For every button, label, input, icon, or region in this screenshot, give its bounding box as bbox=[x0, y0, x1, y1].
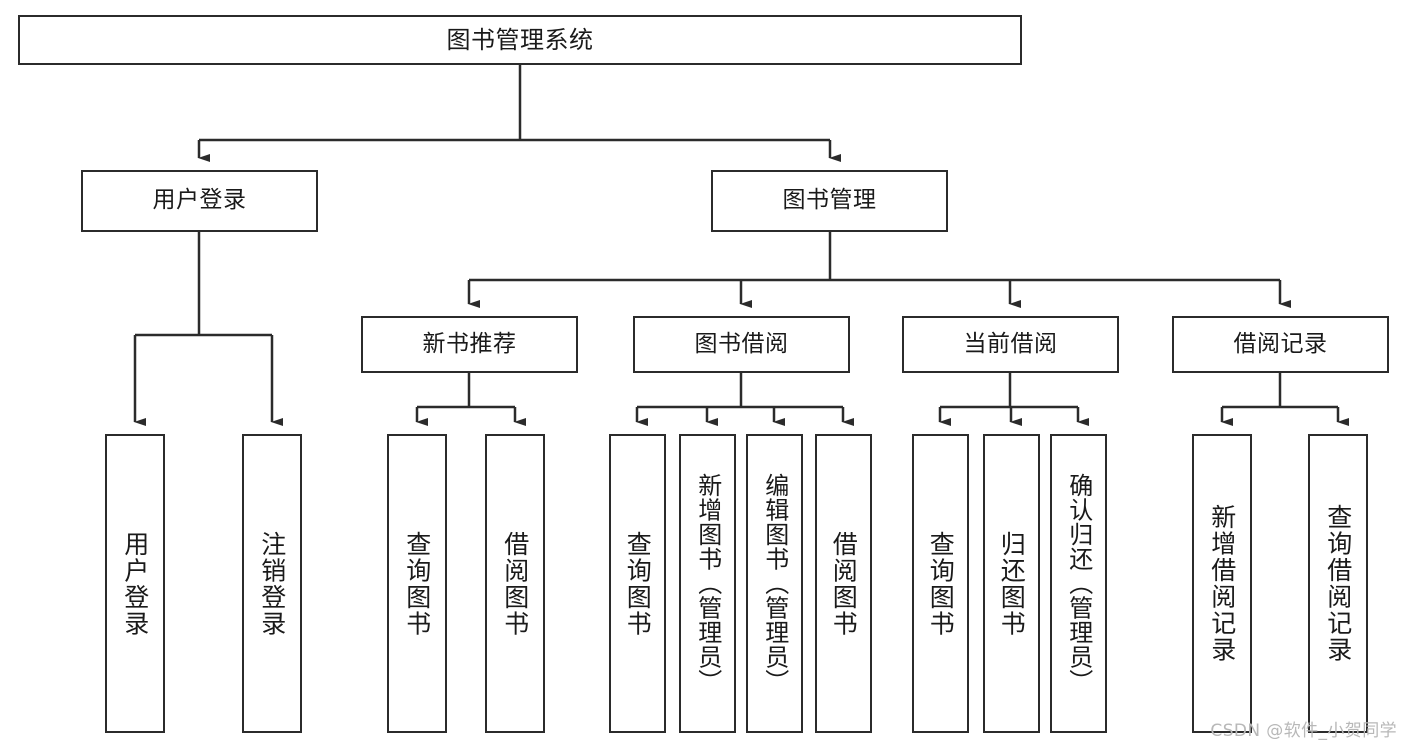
node-label: 用户登录 bbox=[120, 530, 150, 637]
node-leaf-query-book-recommend[interactable]: 查询图书 bbox=[387, 434, 447, 733]
node-book-management[interactable]: 图书管理 bbox=[711, 170, 948, 232]
node-label: 用户登录 bbox=[152, 187, 247, 214]
node-label: 借阅图书 bbox=[500, 530, 530, 637]
node-label: 图书管理 bbox=[782, 187, 877, 214]
node-leaf-user-login[interactable]: 用户登录 bbox=[105, 434, 165, 733]
watermark: CSDN @软件_小贺同学 bbox=[1210, 721, 1397, 741]
node-label: 查询图书 bbox=[402, 530, 432, 637]
node-leaf-query-borrow-record[interactable]: 查询借阅记录 bbox=[1308, 434, 1368, 733]
node-leaf-query-book-current[interactable]: 查询图书 bbox=[912, 434, 969, 733]
node-label: 注销登录 bbox=[257, 530, 287, 637]
node-label: 编辑图书（管理员） bbox=[760, 473, 789, 694]
node-new-book-recommend[interactable]: 新书推荐 bbox=[361, 316, 578, 373]
node-root-system[interactable]: 图书管理系统 bbox=[18, 15, 1022, 65]
node-leaf-confirm-return-admin[interactable]: 确认归还（管理员） bbox=[1050, 434, 1107, 733]
node-leaf-edit-book-admin[interactable]: 编辑图书（管理员） bbox=[746, 434, 803, 733]
node-label: 查询图书 bbox=[926, 530, 956, 637]
node-leaf-user-logout[interactable]: 注销登录 bbox=[242, 434, 302, 733]
node-borrow-record[interactable]: 借阅记录 bbox=[1172, 316, 1389, 373]
node-label: 借阅图书 bbox=[829, 530, 859, 637]
node-label: 图书管理系统 bbox=[446, 25, 594, 54]
node-leaf-borrow-book-recommend[interactable]: 借阅图书 bbox=[485, 434, 545, 733]
node-label: 查询借阅记录 bbox=[1323, 504, 1353, 663]
node-label: 图书借阅 bbox=[694, 330, 789, 357]
node-label: 查询图书 bbox=[623, 530, 653, 637]
node-leaf-query-book-borrow[interactable]: 查询图书 bbox=[609, 434, 666, 733]
node-label: 新增借阅记录 bbox=[1207, 504, 1237, 663]
node-leaf-add-borrow-record[interactable]: 新增借阅记录 bbox=[1192, 434, 1252, 733]
node-label: 新书推荐 bbox=[422, 330, 517, 357]
node-label: 归还图书 bbox=[997, 530, 1027, 637]
node-leaf-add-book-admin[interactable]: 新增图书（管理员） bbox=[679, 434, 736, 733]
node-current-borrow[interactable]: 当前借阅 bbox=[902, 316, 1119, 373]
node-label: 借阅记录 bbox=[1233, 330, 1328, 357]
node-label: 确认归还（管理员） bbox=[1064, 473, 1093, 694]
node-leaf-return-book[interactable]: 归还图书 bbox=[983, 434, 1040, 733]
node-book-borrow[interactable]: 图书借阅 bbox=[633, 316, 850, 373]
node-leaf-borrow-book[interactable]: 借阅图书 bbox=[815, 434, 872, 733]
node-user-login[interactable]: 用户登录 bbox=[81, 170, 318, 232]
node-label: 新增图书（管理员） bbox=[693, 473, 722, 694]
node-label: 当前借阅 bbox=[963, 330, 1058, 357]
